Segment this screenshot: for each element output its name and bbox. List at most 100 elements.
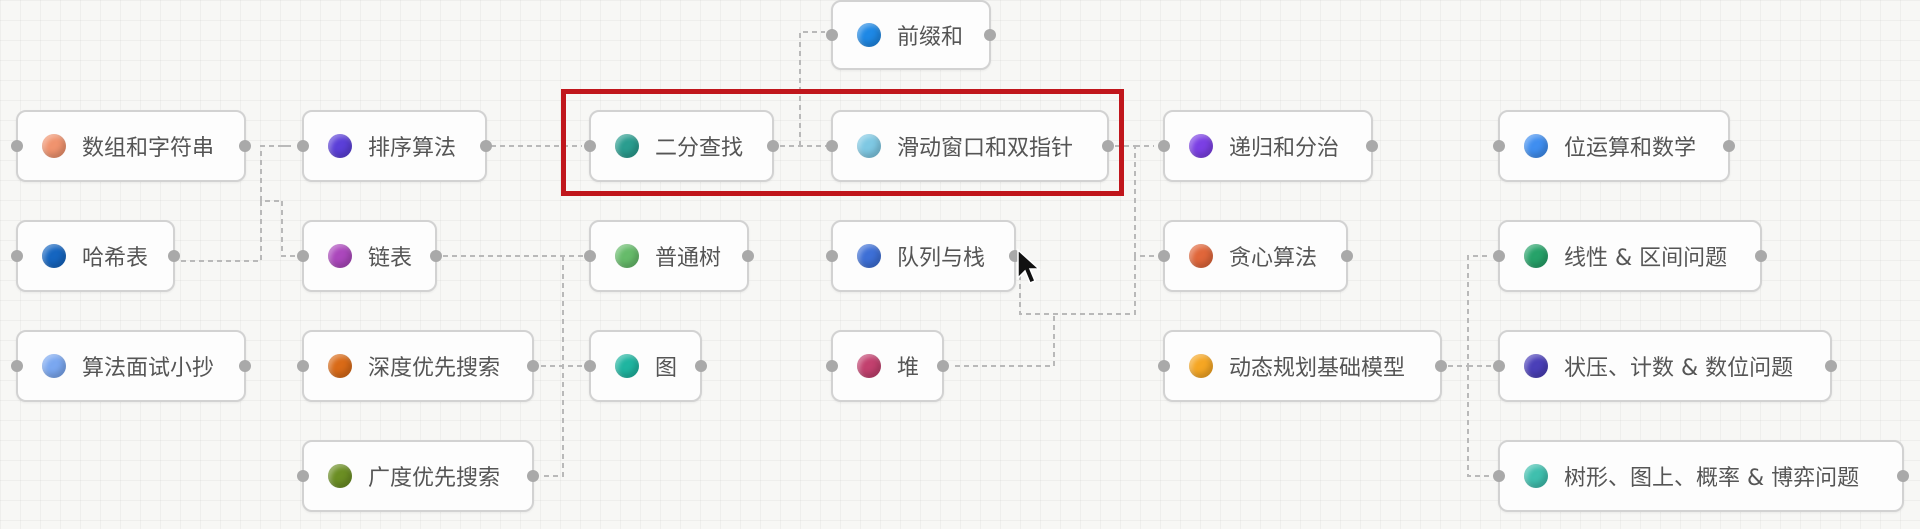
connector-handle[interactable] [584,360,596,372]
node-sliding-window[interactable]: 滑动窗口和双指针 [826,110,1114,182]
connector-handle[interactable] [742,250,754,262]
connector-handle[interactable] [11,140,23,152]
connector-handle[interactable] [1366,140,1378,152]
node-heap[interactable]: 堆 [826,330,949,402]
connector-handle[interactable] [1158,360,1170,372]
connector-handle[interactable] [1897,470,1909,482]
connector-handle[interactable] [1493,360,1505,372]
node-tree-graph-prob-game[interactable]: 树形、图上、概率 & 博弈问题 [1493,440,1909,512]
connector-handle[interactable] [1493,140,1505,152]
connector-handle[interactable] [297,250,309,262]
node-bfs[interactable]: 广度优先搜索 [297,440,539,512]
node-color-dot [42,244,66,268]
connector-handle[interactable] [239,360,251,372]
connector-handle[interactable] [584,140,596,152]
connector-handle[interactable] [430,250,442,262]
node-label: 树形、图上、概率 & 博弈问题 [1564,466,1860,491]
connector-handle[interactable] [297,360,309,372]
node-interview-notes[interactable]: 算法面试小抄 [11,330,251,402]
link-binary-search-to-prefix-sum [799,31,825,146]
connector-handle[interactable] [1825,360,1837,372]
node-dp-basics[interactable]: 动态规划基础模型 [1158,330,1447,402]
connector-handle[interactable] [11,360,23,372]
node-label: 状压、计数 & 数位问题 [1564,356,1794,381]
node-label: 位运算和数学 [1564,136,1697,161]
connector-handle[interactable] [826,140,838,152]
link-dp-to-linear-interval [1448,255,1491,477]
node-color-dot [857,23,881,47]
connector-handle[interactable] [984,29,996,41]
link-hash-table-to-sorting [181,145,291,262]
node-bitmask-counting[interactable]: 状压、计数 & 数位问题 [1493,330,1837,402]
node-binary-search[interactable]: 二分查找 [584,110,779,182]
link-sorting-to-linked-list [281,201,298,257]
node-hash-table[interactable]: 哈希表 [11,220,180,292]
connector-handle[interactable] [239,140,251,152]
node-sorting[interactable]: 排序算法 [297,110,492,182]
node-label: 滑动窗口和双指针 [897,136,1074,161]
connector-handle[interactable] [1755,250,1767,262]
node-queue-stack[interactable]: 队列与栈 [826,220,1021,292]
link-sliding-window-to-recursion [1115,145,1154,257]
connector-handle[interactable] [826,29,838,41]
node-bit-math[interactable]: 位运算和数学 [1493,110,1735,182]
connector-handle[interactable] [1158,250,1170,262]
node-label: 排序算法 [368,136,457,161]
node-prefix-sum[interactable]: 前缀和 [826,0,996,70]
selection-highlight-box [561,89,1124,196]
connector-handle[interactable] [1102,140,1114,152]
node-color-dot [857,354,881,378]
mouse-pointer-icon [1017,248,1041,284]
connector-handle[interactable] [584,250,596,262]
connector-handle[interactable] [826,250,838,262]
connector-handle[interactable] [1493,250,1505,262]
connector-handle[interactable] [1158,140,1170,152]
node-general-tree[interactable]: 普通树 [584,220,754,292]
node-greedy[interactable]: 贪心算法 [1158,220,1353,292]
connector-handle[interactable] [297,470,309,482]
connector-handle[interactable] [480,140,492,152]
connector-handle[interactable] [1435,360,1447,372]
node-recursion[interactable]: 递归和分治 [1158,110,1378,182]
node-color-dot [328,464,352,488]
connector-handle[interactable] [826,360,838,372]
node-dfs[interactable]: 深度优先搜索 [297,330,539,402]
node-color-dot [857,244,881,268]
connector-handle[interactable] [1341,250,1353,262]
node-color-dot [328,244,352,268]
node-color-dot [1524,244,1548,268]
node-label: 线性 & 区间问题 [1564,246,1728,271]
connector-handle[interactable] [1723,140,1735,152]
connector-handle[interactable] [937,360,949,372]
link-recursion-to-queue-stack [1019,256,1136,315]
connector-handle[interactable] [11,250,23,262]
node-label: 图 [655,356,678,381]
node-graph[interactable]: 图 [584,330,707,402]
node-color-dot [42,354,66,378]
connector-handle[interactable] [767,140,779,152]
node-label: 深度优先搜索 [368,356,501,381]
connector-handle[interactable] [168,250,180,262]
link-general-tree-to-dfs-bfs [541,256,584,477]
node-label: 二分查找 [655,136,744,161]
node-color-dot [1524,134,1548,158]
connector-handle[interactable] [527,360,539,372]
node-color-dot [1189,134,1213,158]
node-label: 广度优先搜索 [368,466,501,491]
node-color-dot [328,354,352,378]
node-label: 贪心算法 [1229,246,1318,271]
connector-handle[interactable] [1493,470,1505,482]
node-color-dot [615,134,639,158]
node-label: 前缀和 [897,25,964,50]
node-label: 哈希表 [82,246,149,271]
connector-handle[interactable] [297,140,309,152]
connector-handle[interactable] [527,470,539,482]
connector-handle[interactable] [695,360,707,372]
node-label: 队列与栈 [897,246,986,271]
node-linear-interval[interactable]: 线性 & 区间问题 [1493,220,1767,292]
node-arrays-strings[interactable]: 数组和字符串 [11,110,251,182]
node-color-dot [1524,464,1548,488]
node-color-dot [328,134,352,158]
node-linked-list[interactable]: 链表 [297,220,442,292]
